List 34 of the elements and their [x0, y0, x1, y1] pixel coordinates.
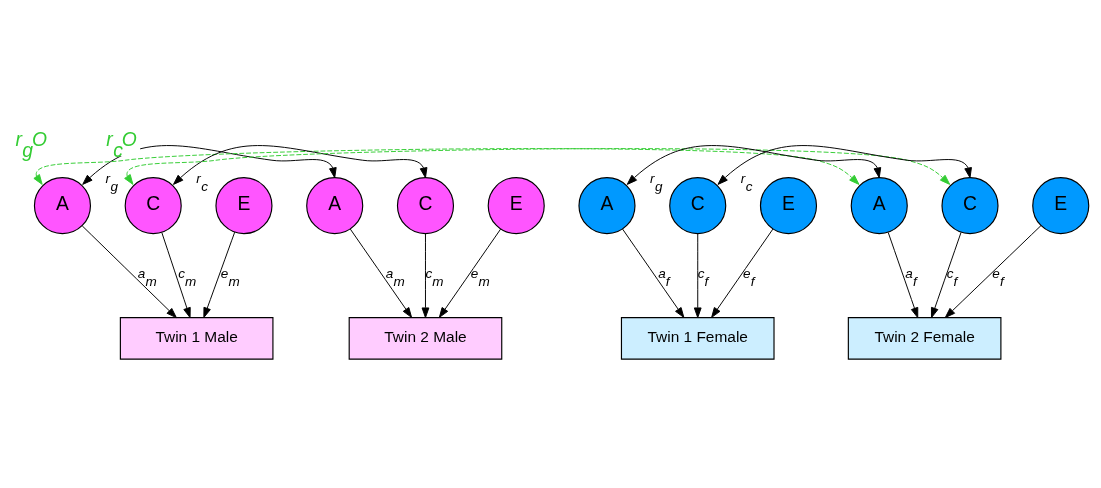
arrow	[711, 228, 774, 318]
node-circle: A	[578, 177, 636, 235]
node-box: Twin 1 Male	[119, 317, 274, 360]
arrow	[81, 225, 177, 319]
arrow	[203, 231, 236, 318]
node-circle: E	[215, 177, 273, 235]
node-circle: A	[33, 177, 92, 235]
arrow	[944, 225, 1042, 318]
node-circle: E	[1032, 177, 1090, 235]
arrow	[421, 233, 430, 319]
arrow	[931, 231, 962, 319]
node-circle: C	[941, 177, 999, 235]
node-box: Twin 2 Male	[348, 317, 503, 360]
arrow	[124, 148, 951, 185]
node-circle: E	[759, 177, 818, 235]
arrow	[173, 145, 428, 185]
node-circle: C	[124, 177, 182, 235]
arrow	[82, 145, 337, 185]
arrow	[349, 228, 413, 318]
arrow	[438, 228, 502, 318]
arrow	[887, 231, 919, 319]
node-circle: C	[396, 177, 455, 235]
arrow	[626, 145, 882, 185]
arrow	[622, 228, 685, 318]
arrow	[33, 148, 860, 185]
node-box: Twin 2 Female	[847, 317, 1002, 360]
arrow	[693, 233, 702, 319]
node-circle: A	[306, 177, 364, 235]
arrow	[161, 231, 191, 319]
node-box: Twin 1 Female	[620, 317, 775, 360]
node-circle: C	[669, 177, 727, 235]
node-circle: A	[850, 177, 908, 235]
arrow	[717, 145, 972, 185]
node-circle: E	[487, 177, 545, 235]
